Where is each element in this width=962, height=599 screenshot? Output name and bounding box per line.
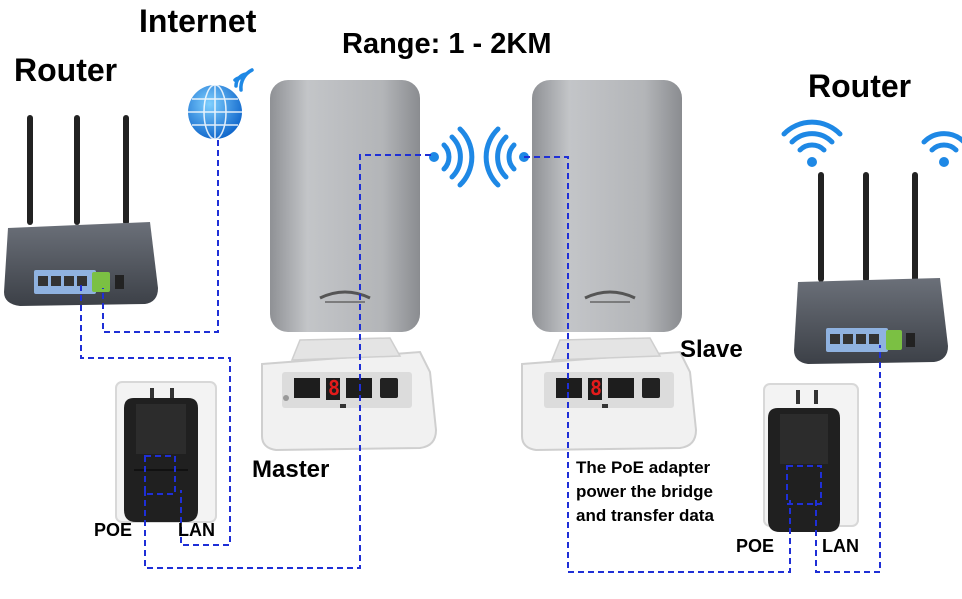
antenna-icon	[863, 172, 869, 282]
slave-led-digit: 8	[590, 376, 603, 400]
lan-right-label: LAN	[822, 536, 859, 556]
master-label: Master	[252, 456, 330, 483]
poe-adapter-right	[763, 383, 859, 532]
antenna-icon	[74, 115, 80, 225]
led-display	[588, 378, 602, 400]
cables	[80, 140, 881, 573]
wifi-signal-icon	[781, 119, 843, 167]
antenna-icon	[27, 115, 33, 225]
antenna-icon	[912, 172, 918, 282]
slave-label: Slave	[680, 336, 743, 363]
lan-port	[294, 378, 320, 398]
poe-left-label: POE	[94, 520, 133, 540]
slave-bridge	[521, 80, 698, 452]
poe-note-line: and transfer data	[576, 506, 714, 525]
poe-note-line: The PoE adapter	[576, 458, 711, 477]
lan-left-label: LAN	[178, 520, 215, 540]
antenna-icon	[123, 115, 129, 225]
router-right	[794, 172, 948, 364]
led-display	[326, 378, 340, 400]
lan-port	[608, 378, 634, 398]
internet-label: Internet	[139, 3, 257, 39]
master-led-digit: 8	[328, 376, 341, 400]
master-bridge	[261, 80, 438, 452]
poe-adapter-left	[115, 381, 217, 523]
wifi-signal-icon	[429, 126, 475, 188]
wifi-signal-icon	[483, 126, 529, 188]
antenna-icon	[818, 172, 824, 282]
router-left	[4, 115, 158, 306]
dc-port	[380, 378, 398, 398]
dc-port	[642, 378, 660, 398]
wan-port	[92, 272, 110, 292]
range-label: Range: 1 - 2KM	[342, 28, 552, 60]
poe-note: The PoE adapter power the bridge and tra…	[576, 456, 776, 528]
poe-right-label: POE	[736, 536, 775, 556]
globe-icon	[188, 68, 254, 140]
router-right-label: Router	[808, 68, 912, 104]
wan-port	[886, 330, 902, 350]
router-left-label: Router	[14, 52, 118, 88]
poe-note-line: power the bridge	[576, 482, 713, 501]
wifi-signal-icon	[921, 131, 962, 167]
